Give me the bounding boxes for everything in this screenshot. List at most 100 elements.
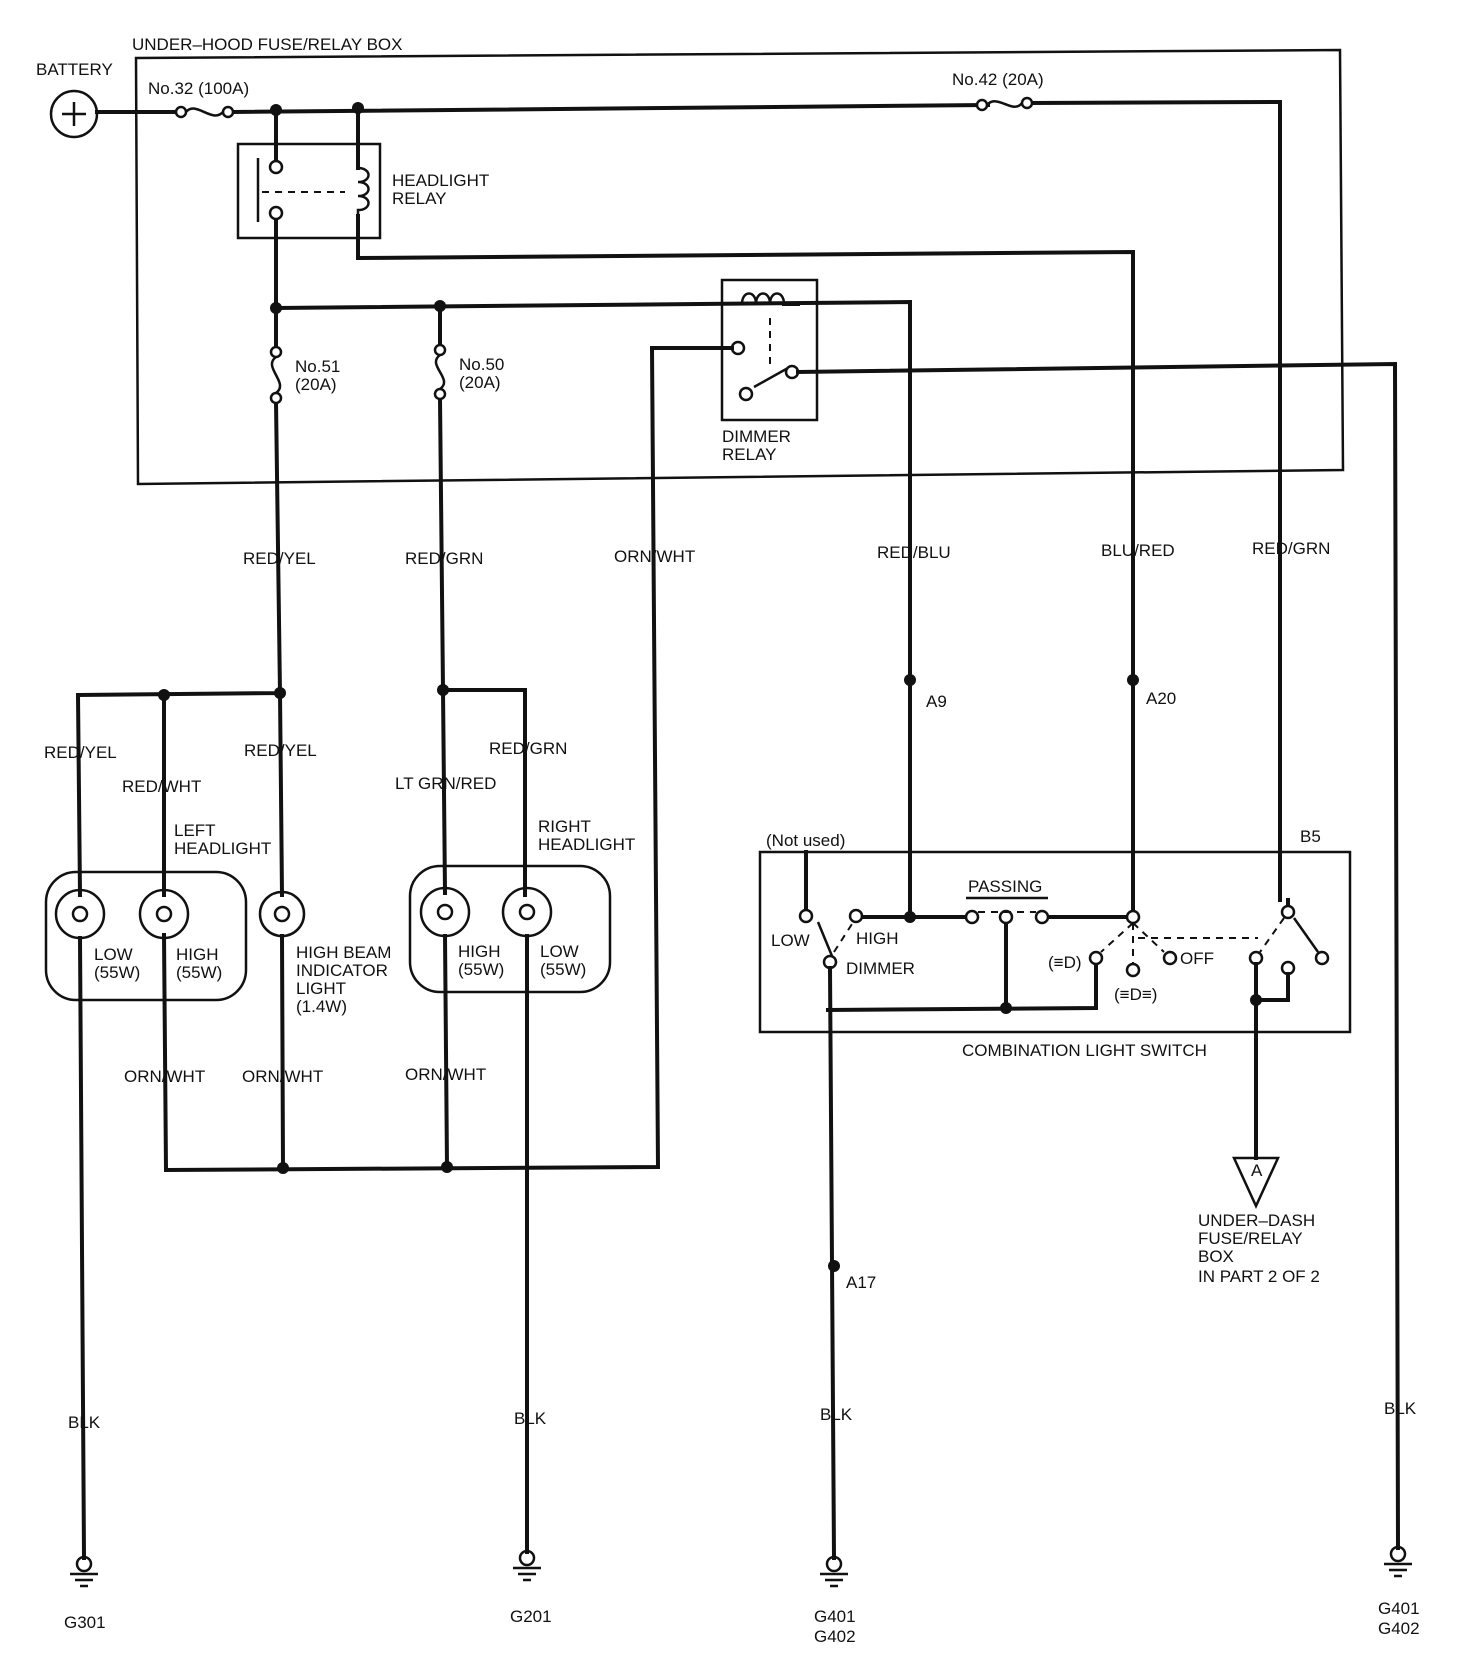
fuse-no32 [174,105,235,119]
indicator-label-1: HIGH BEAM [296,943,391,962]
switch-tail-symbol: (≡D≡) [1114,985,1157,1004]
wire-label-orn-wht: ORN/WHT [614,547,695,566]
right-low-label-2: (55W) [540,960,586,979]
right-headlight-label-2: HEADLIGHT [538,835,635,854]
dimmer-relay-label-2: RELAY [722,445,777,464]
right-headlight-housing [408,864,612,994]
under-dash-feed-wire [1254,962,1290,1160]
battery-symbol [49,89,99,139]
ground-symbol-g301 [70,1555,98,1588]
headlight-relay-coil [356,166,370,216]
ground-label-g201: G201 [510,1607,552,1626]
left-low-label-1: LOW [94,945,133,964]
headlight-switch-arm [1292,917,1320,953]
dimmer-switch-arm [816,921,834,957]
fuse-no50 [433,343,447,401]
fuse-no50-label-1: No.50 [459,355,504,374]
connector-a9: A9 [926,692,947,711]
wire-label-blk-2: BLK [514,1409,547,1428]
right-headlight-label-1: RIGHT [538,817,591,836]
connector-b5: B5 [1300,827,1321,846]
wire-label-lt-grn-red: LT GRN/RED [395,774,496,793]
fuse-no32-label: No.32 (100A) [148,79,249,98]
wire-label-orn-wht-1: ORN/WHT [124,1067,205,1086]
indicator-label-3: LIGHT [296,979,346,998]
fuse-no51 [269,345,283,405]
switch-off-label: OFF [1180,949,1214,968]
wire-label-blu-red: BLU/RED [1101,541,1175,560]
under-hood-box-outline [134,48,1345,486]
fuse-no42-label: No.42 (20A) [952,70,1044,89]
fuse-no50-label-2: (20A) [459,373,501,392]
indicator-return-wire [279,933,286,1171]
switch-low-label: LOW [771,931,810,950]
battery-label: BATTERY [36,60,113,79]
dimmer-relay-switch-arm [753,366,789,389]
connector-a20: A20 [1146,689,1176,708]
wire-label-blk-1: BLK [68,1413,101,1432]
indicator-label-2: INDICATOR [296,961,388,980]
headlight-relay-label-2: RELAY [392,189,447,208]
high-beam-indicator-bulb [258,890,306,938]
dimmer-relay-label-1: DIMMER [722,427,791,446]
ground-symbol-g401-b [1384,1545,1412,1578]
wire-label-blk-4: BLK [1384,1399,1417,1418]
wire-label-red-grn-2: RED/GRN [1252,539,1330,558]
switch-park-symbol: (≡D) [1048,953,1082,972]
left-headlight-housing [44,870,248,1002]
combination-light-switch-box [758,850,1352,1034]
right-high-label-2: (55W) [458,960,504,979]
left-high-label-1: HIGH [176,945,219,964]
wire-label-red-yel: RED/YEL [243,549,316,568]
red-grn-feed-wire [437,304,446,693]
left-low-beam-bulb [54,888,106,940]
left-headlight-label-1: LEFT [174,821,216,840]
switch-passing-label: PASSING [968,877,1042,896]
fuse-no51-label-1: No.51 [295,357,340,376]
left-low-label-2: (55W) [94,963,140,982]
combination-switch-label: COMBINATION LIGHT SWITCH [962,1041,1207,1060]
under-hood-box-title: UNDER–HOOD FUSE/RELAY BOX [132,35,403,54]
right-headlight-feed-bus [440,687,527,897]
right-high-label-1: HIGH [458,942,501,961]
wire-label-red-yel-left: RED/YEL [44,743,117,762]
relay-output-bus [273,299,912,919]
wire-label-red-blu: RED/BLU [877,543,951,562]
left-headlight-feed-bus [75,690,285,898]
connector-a17: A17 [846,1273,876,1292]
left-high-label-2: (55W) [176,963,222,982]
switch-not-used-label: (Not used) [766,831,845,850]
wire-label-red-grn-right: RED/GRN [489,739,567,758]
under-dash-label-2: FUSE/RELAY [1198,1229,1303,1248]
headlight-relay-label-1: HEADLIGHT [392,171,489,190]
left-low-ground-wire [77,935,87,1561]
wire-label-red-grn: RED/GRN [405,549,483,568]
under-dash-label-4: IN PART 2 OF 2 [1198,1267,1320,1286]
under-dash-marker: A [1251,1161,1263,1180]
ground-label-g401-b: G401 [1378,1599,1420,1618]
ground-label-g401-a: G401 [814,1607,856,1626]
under-dash-label-3: BOX [1198,1247,1234,1266]
wire-label-blk-3: BLK [820,1405,853,1424]
headlight-relay-coil-wire [356,106,1135,919]
ground-symbol-g201 [513,1549,541,1582]
dimmer-relay-output-wire [795,361,1401,1551]
right-low-label-1: LOW [540,942,579,961]
switch-internal-wire [804,850,1130,1013]
wire-label-red-yel-ind: RED/YEL [244,741,317,760]
left-high-beam-bulb [138,888,190,940]
ground-symbol-g401-a [820,1555,848,1588]
orn-wht-wire [161,346,734,1173]
left-headlight-label-2: HEADLIGHT [174,839,271,858]
red-yel-feed-wire [273,306,283,696]
fuse-no51-label-2: (20A) [295,375,337,394]
headlight-relay-box [236,142,382,240]
switch-high-label: HIGH [856,929,899,948]
under-dash-triangle [1232,1156,1280,1210]
ground-label-g301: G301 [64,1613,106,1632]
wire-label-red-wht: RED/WHT [122,777,201,796]
switch-dimmer-label: DIMMER [846,959,915,978]
fuse-no42 [975,96,1034,112]
